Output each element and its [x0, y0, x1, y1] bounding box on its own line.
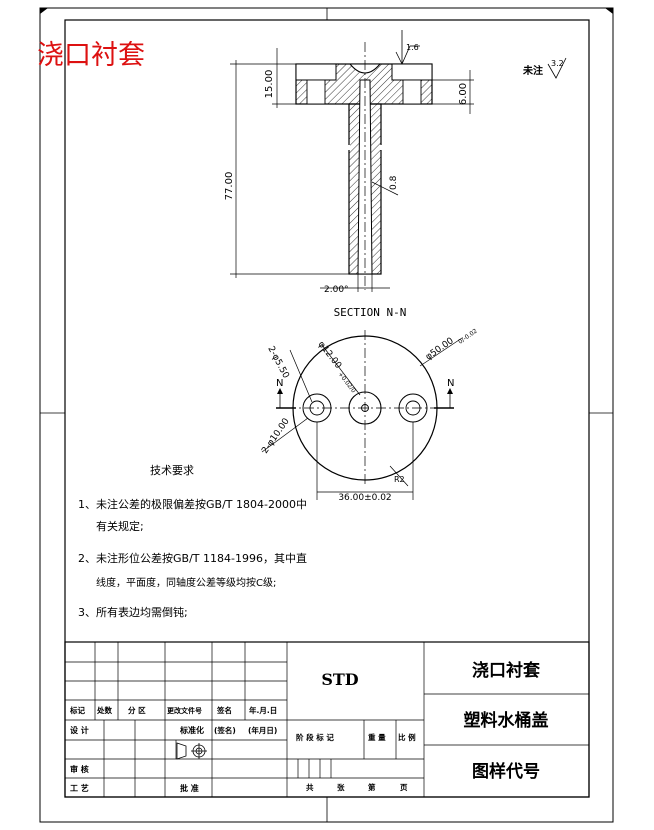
rev-header-zone: 分 区	[128, 705, 146, 715]
weight-header: 重 量	[368, 732, 386, 742]
corner-mark-left	[40, 8, 48, 14]
dim-bottom-width: 2.00°	[324, 285, 349, 295]
top-view-leaders	[261, 337, 463, 500]
dim-holes-large: 2-φ10.00	[260, 416, 292, 455]
dim-r: R2	[394, 475, 405, 484]
title-block: 标记 处数 分 区 更改文件号 签名 年.月.日 设 计 标准化 (签名) (年…	[64, 641, 590, 798]
dim-taper: 0.8	[389, 175, 399, 190]
rev-header-doc: 更改文件号	[167, 706, 202, 715]
dim-lines-right	[432, 70, 474, 114]
dim-holes-small: 2-φ5.50	[265, 345, 290, 381]
tech-requirements: 技术要求 1、未注公差的极限偏差按GB/T 1804-2000中 有关规定; 2…	[78, 464, 307, 619]
part-name: 浇口衬套	[472, 660, 541, 681]
tech-line-1: 1、未注公差的极限偏差按GB/T 1804-2000中	[78, 497, 307, 511]
label-review: 审 核	[70, 764, 89, 774]
svg-text:3.2: 3.2	[551, 59, 564, 68]
rev-header-sign: 签名	[216, 705, 232, 715]
label-sign: (签名)	[214, 725, 236, 735]
label-process: 工 艺	[70, 783, 89, 793]
section-mark-right: N	[447, 378, 454, 389]
bolt-hole-right-inner	[405, 400, 421, 416]
sheet-total-suffix: 张	[337, 783, 345, 792]
rest-roughness: 未注 3.2	[522, 57, 567, 79]
drawing-code: 图样代号	[472, 761, 540, 782]
label-date: (年月日)	[248, 725, 277, 735]
dim-bore-tol: +0.02/0	[336, 371, 357, 395]
tech-line-1b: 有关规定;	[96, 519, 144, 533]
bolt-hole-left	[306, 79, 326, 105]
tech-heading: 技术要求	[150, 464, 194, 477]
svg-text:未注: 未注	[522, 64, 543, 77]
dim-right-height: 6.00	[458, 83, 469, 105]
projection-symbol-icon	[176, 742, 207, 760]
section-title: SECTION N-N	[334, 306, 407, 319]
label-std: 标准化	[179, 725, 204, 735]
counterbore-left	[295, 63, 337, 81]
stamp-title: 浇口衬套	[37, 40, 145, 71]
stage-header: 阶 段 标 记	[296, 732, 334, 742]
scale-header: 比 例	[398, 732, 416, 742]
bore-inner	[361, 404, 369, 412]
dim-lines-bottom	[320, 274, 390, 292]
dim-total-height: 77.00	[224, 172, 235, 201]
roughness-value-top: 1.6	[406, 43, 419, 52]
outer-border	[39, 7, 614, 823]
zone-ticks	[40, 8, 613, 822]
dim-bore-diameter: φ12.00	[316, 340, 344, 371]
label-design: 设 计	[70, 725, 89, 735]
sheet-num-prefix: 第	[368, 782, 376, 792]
tech-line-2: 2、未注形位公差按GB/T 1184-1996，其中直	[78, 551, 307, 565]
section-mark-left: N	[276, 378, 283, 389]
sheet-num-suffix: 页	[400, 783, 408, 792]
rev-header-count: 处数	[96, 705, 112, 715]
counterbore-right	[391, 63, 433, 81]
dim-outer-tol: 0/-0.02	[457, 328, 479, 346]
roughness-symbol-top	[395, 30, 420, 65]
tech-line-3: 3、所有表边均需倒钝;	[78, 605, 188, 619]
label-approve: 批 准	[180, 783, 199, 793]
bore-outer	[348, 391, 382, 425]
dim-outer-diameter: φ50.00	[424, 336, 456, 363]
dim-top-height: 15.00	[264, 70, 275, 99]
section-view: 77.00 15.00 6.00 2.00° 0.8 1.6 SECTION N…	[224, 30, 474, 319]
std-text: STD	[321, 670, 358, 689]
rev-header-date: 年.月.日	[249, 705, 277, 715]
bolt-hole-left-inner	[309, 400, 325, 416]
tech-line-2b: 线度，平面度，同轴度公差等级均按C级;	[96, 576, 276, 589]
dim-lines-left	[230, 48, 349, 278]
assembly-name: 塑料水桶盖	[464, 710, 549, 731]
dim-hole-spacing: 36.00±0.02	[338, 493, 391, 503]
rev-header-mark: 标记	[69, 705, 85, 715]
top-view: N N 2-φ5.50 φ12.00 +0.02/0 φ50.00 0/-0.0…	[260, 328, 479, 503]
corner-mark-right	[605, 8, 613, 14]
sheet-total-prefix: 共	[306, 782, 314, 792]
bolt-hole-right	[402, 79, 422, 105]
